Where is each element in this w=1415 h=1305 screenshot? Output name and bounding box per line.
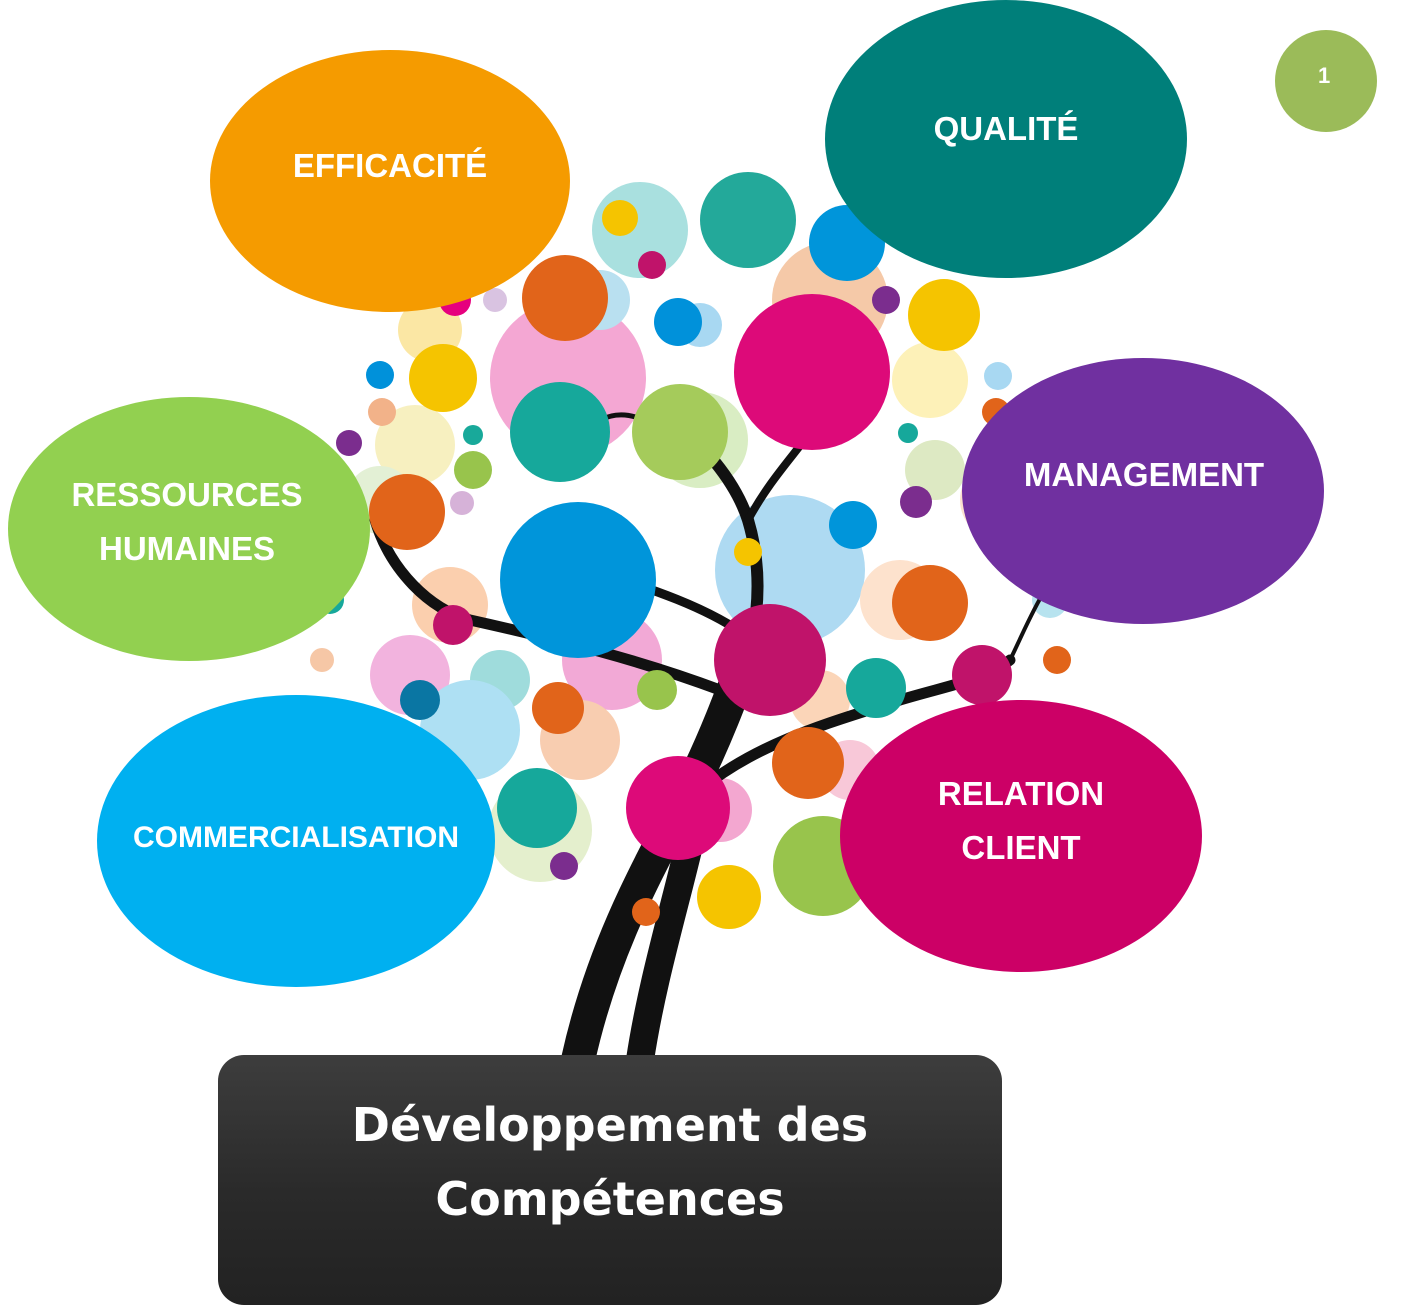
decor-circle: [626, 756, 730, 860]
bubble-efficacite: EFFICACITÉ: [210, 50, 570, 312]
decor-circle: [497, 768, 577, 848]
bubble-management: MANAGEMENT: [962, 358, 1324, 624]
decor-circle: [846, 658, 906, 718]
decor-circle: [310, 648, 334, 672]
decor-circle: [697, 865, 761, 929]
decor-circle: [872, 286, 900, 314]
decor-circle: [463, 425, 483, 445]
decor-circle: [602, 200, 638, 236]
decor-circle: [368, 398, 396, 426]
bubble-qualite: QUALITÉ: [825, 0, 1187, 278]
decor-circle-back: [700, 172, 796, 268]
decor-circle-back: [375, 405, 455, 485]
decor-circle: [409, 344, 477, 412]
decor-circle: [637, 670, 677, 710]
decor-circle: [510, 382, 610, 482]
decor-circle: [714, 604, 826, 716]
decor-circle: [632, 898, 660, 926]
decor-circle: [829, 501, 877, 549]
decor-circle: [483, 288, 507, 312]
decor-circle: [454, 451, 492, 489]
page-number-badge: 1: [1275, 30, 1377, 132]
decor-circle: [892, 565, 968, 641]
decor-circle: [772, 727, 844, 799]
decor-circle: [500, 502, 656, 658]
decor-circle: [908, 279, 980, 351]
decor-circle: [734, 294, 890, 450]
decor-circle: [450, 491, 474, 515]
decor-circle: [654, 298, 702, 346]
decor-circle: [336, 430, 362, 456]
decor-circle: [900, 486, 932, 518]
decor-circle: [1043, 646, 1071, 674]
decor-circle: [522, 255, 608, 341]
decor-circle: [532, 682, 584, 734]
bubble-commercialisation: COMMERCIALISATION: [97, 695, 495, 987]
bubble-ressources-humaines: RESSOURCES HUMAINES: [8, 397, 370, 661]
bubble-relation-client: RELATION CLIENT: [840, 700, 1202, 972]
decor-circle: [638, 251, 666, 279]
decor-circle-back: [905, 440, 965, 500]
decor-circle: [952, 645, 1012, 705]
decor-circle: [632, 384, 728, 480]
decor-circle: [734, 538, 762, 566]
tree-front-circles: [310, 200, 1071, 929]
decor-circle: [366, 361, 394, 389]
decor-circle: [898, 423, 918, 443]
decor-circle: [550, 852, 578, 880]
decor-circle: [369, 474, 445, 550]
decor-circle-back: [892, 342, 968, 418]
decor-circle: [433, 605, 473, 645]
decor-circle: [984, 362, 1012, 390]
title-box: Développement des Compétences: [218, 1055, 1002, 1305]
decor-circle: [400, 680, 440, 720]
